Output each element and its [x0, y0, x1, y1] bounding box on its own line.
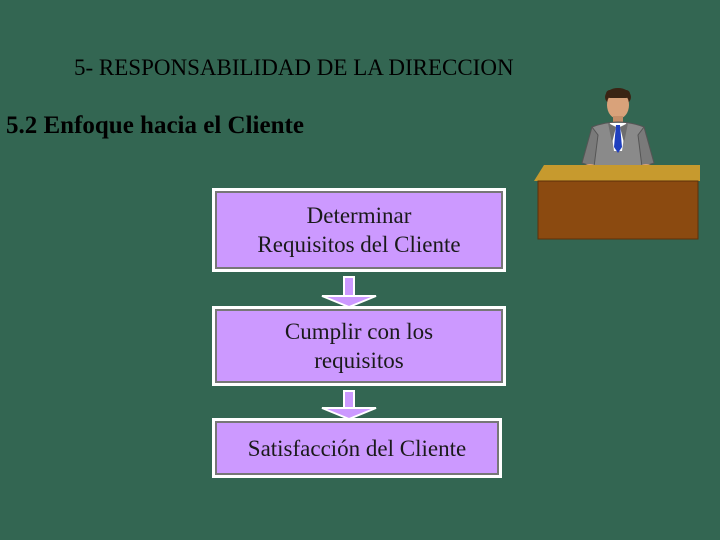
slide-subheading: 5.2 Enfoque hacia el Cliente — [6, 112, 304, 139]
slide-heading: 5- RESPONSABILIDAD DE LA DIRECCION — [74, 55, 514, 80]
flow-step-line: Requisitos del Cliente — [257, 232, 461, 257]
flow-step-line: requisitos — [314, 348, 404, 373]
flow-step-meet-requirements: Cumplir con los requisitos — [212, 306, 506, 386]
flow-step-line: Cumplir con los — [284, 319, 434, 344]
flow-step-determine-requirements: Determinar Requisitos del Cliente — [212, 188, 506, 272]
flow-step-line: Satisfacción del Cliente — [247, 435, 467, 461]
flow-step-customer-satisfaction: Satisfacción del Cliente — [212, 418, 502, 478]
flow-step-line: Determinar — [306, 203, 412, 228]
businessman-at-desk-icon — [534, 88, 700, 240]
down-arrow-icon — [321, 276, 377, 308]
down-arrow-icon — [321, 390, 377, 420]
